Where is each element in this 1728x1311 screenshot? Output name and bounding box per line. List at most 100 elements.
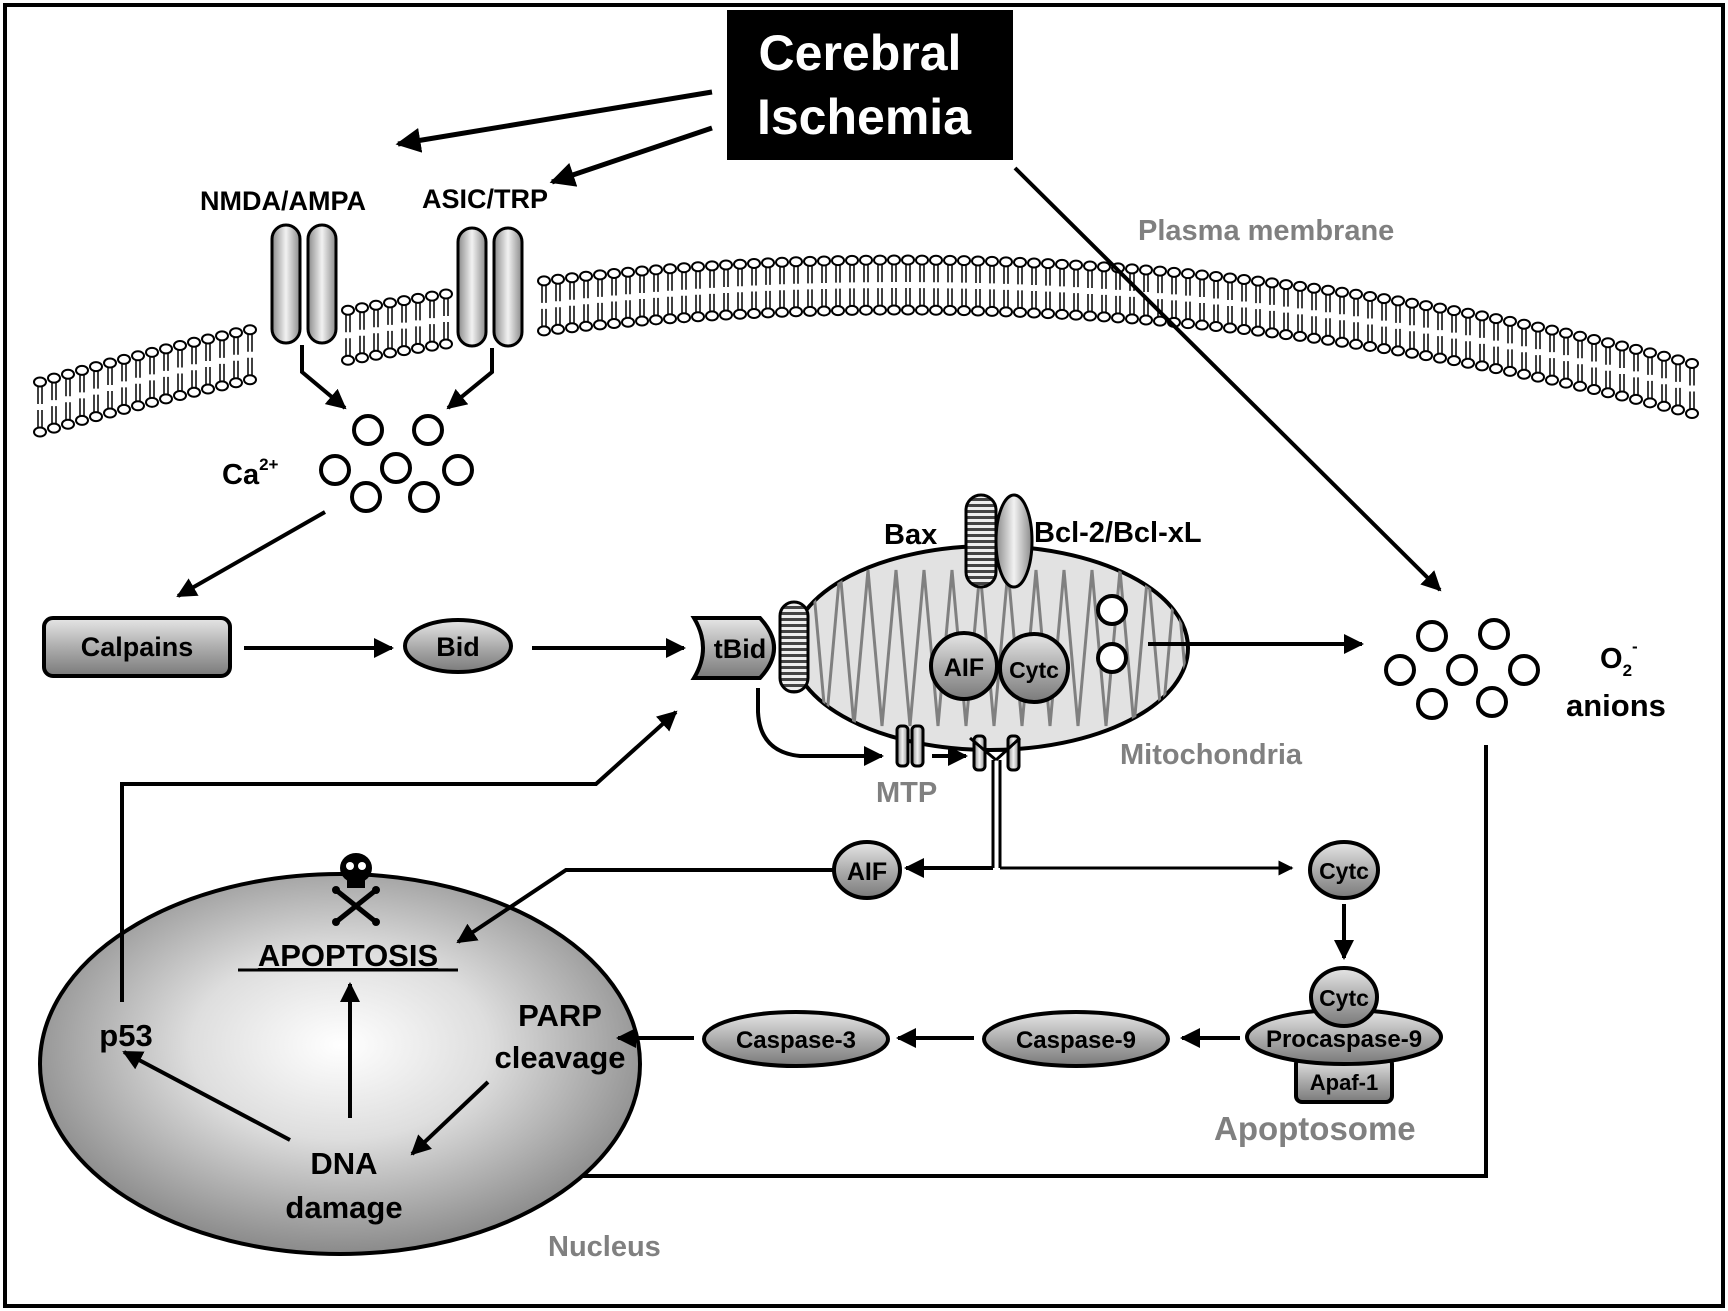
lipid-tail [779, 266, 785, 285]
lipid-tail [1437, 312, 1443, 331]
bax-label: Bax [884, 519, 937, 551]
lipid-head [1615, 340, 1629, 352]
lipid-tail [1003, 265, 1009, 284]
lipid-tail [149, 356, 155, 375]
lipid-tail [1591, 343, 1597, 362]
lipid-head [1293, 280, 1307, 292]
lipid-tail [1059, 292, 1065, 311]
lipid-tail [345, 314, 351, 333]
lipid-head [1503, 315, 1517, 327]
figure-border [3, 3, 1725, 1308]
lipid-head [1685, 357, 1699, 369]
lipid-tail [1045, 267, 1051, 286]
lipid-head [173, 390, 187, 402]
lipid-tail [247, 357, 253, 376]
lipid-tail [653, 273, 659, 292]
lipid-head [817, 305, 831, 317]
lipid-head [229, 377, 243, 389]
lipid-tail [681, 295, 687, 314]
lipid-head [1391, 295, 1405, 307]
lipid-head [1335, 286, 1349, 298]
bcl2-label: Bcl-2/Bcl-xL [1034, 517, 1202, 549]
lipid-head [159, 393, 173, 405]
lipid-tail [1409, 307, 1415, 326]
lipid-head [1517, 318, 1531, 330]
lipid-head [103, 357, 117, 369]
lipid-head [831, 255, 845, 267]
lipid-tail [1073, 293, 1079, 312]
lipid-tail [1213, 304, 1219, 323]
lipid-head [425, 340, 439, 352]
lipid-tail [37, 410, 43, 429]
lipid-tail [905, 264, 911, 283]
lipid-tail [443, 322, 449, 341]
lipid-head [1545, 374, 1559, 386]
lipid-tail [1479, 319, 1485, 338]
lipid-head [61, 418, 75, 430]
lipid-tail [779, 290, 785, 309]
lipid-tail [1675, 387, 1681, 406]
lipid-head [159, 343, 173, 355]
lipid-head [117, 353, 131, 365]
lipid-tail [1297, 290, 1303, 309]
lipid-head [1111, 312, 1125, 324]
lipid-head [89, 361, 103, 373]
lipid-tail [1227, 281, 1233, 300]
lipid-head [1489, 363, 1503, 375]
lipid-tail [821, 264, 827, 283]
lipid-head [1433, 352, 1447, 364]
bax-bcl2-pore [964, 493, 1034, 589]
lipid-tail [1661, 360, 1667, 379]
lipid-head [1055, 258, 1069, 270]
lipid-head [1559, 327, 1573, 339]
lipid-tail [541, 284, 547, 303]
lipid-tail [1269, 310, 1275, 329]
lipid-tail [1199, 279, 1205, 298]
lipid-tail [205, 343, 211, 362]
lipid-tail [1353, 298, 1359, 317]
lipid-head [1349, 338, 1363, 350]
arrow-asic-to-ca [446, 348, 494, 410]
lipid-head [915, 254, 929, 266]
lipid-tail [1409, 331, 1415, 350]
lipid-head [677, 312, 691, 324]
lipid-tail [1311, 292, 1317, 311]
lipid-head [705, 310, 719, 322]
lipid-head [1265, 327, 1279, 339]
lipid-head [411, 342, 425, 354]
lipid-head [1321, 334, 1335, 346]
lipid-head [1223, 322, 1237, 334]
lipid-head [355, 352, 369, 364]
lipid-tail [625, 276, 631, 295]
lipid-tail [387, 330, 393, 349]
arrow-aif-to-apoptosis [456, 868, 833, 944]
lipid-tail [1577, 364, 1583, 383]
lipid-tail [1563, 361, 1569, 380]
lipid-head [635, 265, 649, 277]
lipid-tail [821, 288, 827, 307]
lipid-tail [1269, 286, 1275, 305]
lipid-tail [583, 280, 589, 299]
lipid-tail [1521, 328, 1527, 347]
lipid-tail [163, 352, 169, 371]
lipid-head [663, 313, 677, 325]
lipid-head [929, 304, 943, 316]
lipid-tail [205, 367, 211, 386]
lipid-tail [1017, 290, 1023, 309]
lipid-tail [1633, 377, 1639, 396]
lipid-tail [695, 294, 701, 313]
lipid-tail [863, 264, 869, 283]
lipid-head [1405, 347, 1419, 359]
apoptosis-label: APOPTOSIS [258, 938, 438, 973]
parp-line1: PARP [518, 998, 602, 1033]
lipid-tail [233, 360, 239, 379]
lipid-head [341, 354, 355, 366]
asic-trp-channel [456, 226, 524, 348]
lipid-head [1377, 343, 1391, 355]
lipid-head [845, 254, 859, 266]
lipid-tail [93, 394, 99, 413]
lipid-tail [345, 338, 351, 357]
lipid-head [215, 380, 229, 392]
